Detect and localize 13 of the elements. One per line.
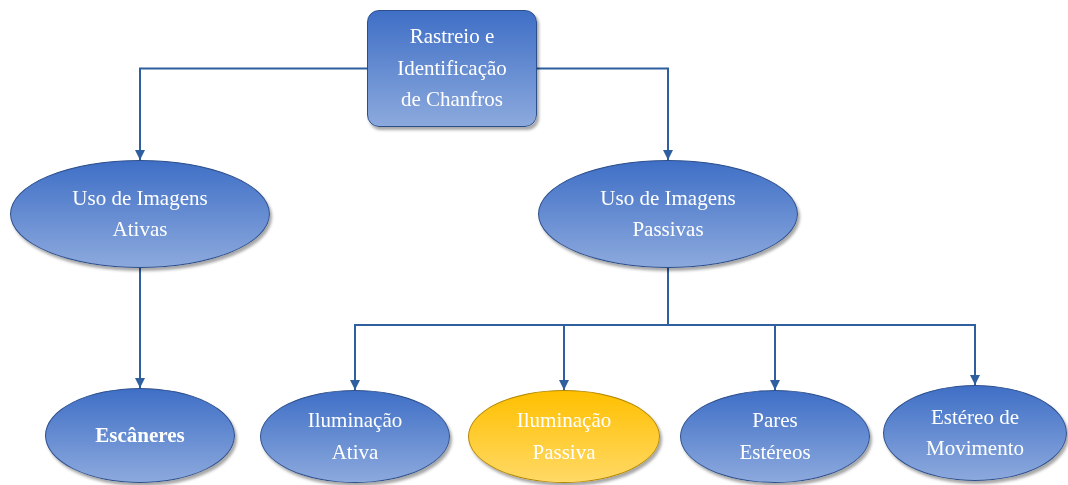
- arrow: [559, 267, 669, 391]
- arrow: [536, 67, 673, 161]
- arrow: [135, 67, 368, 161]
- node-label: Estéreo de Movimento: [925, 403, 1025, 462]
- node-label: Escâneres: [95, 421, 185, 449]
- arrow: [135, 267, 145, 389]
- node-label: Iluminação Ativa: [306, 407, 404, 466]
- node-label: Rastreio e Identificação de Chanfros: [396, 23, 508, 114]
- node-label: Uso de Imagens Passivas: [599, 184, 737, 243]
- rounded-box: [367, 10, 537, 127]
- node-label: Iluminação Passiva: [515, 407, 613, 466]
- node-label: Uso de Imagens Ativas: [71, 184, 209, 243]
- node-label: Pares Estéreos: [738, 407, 812, 466]
